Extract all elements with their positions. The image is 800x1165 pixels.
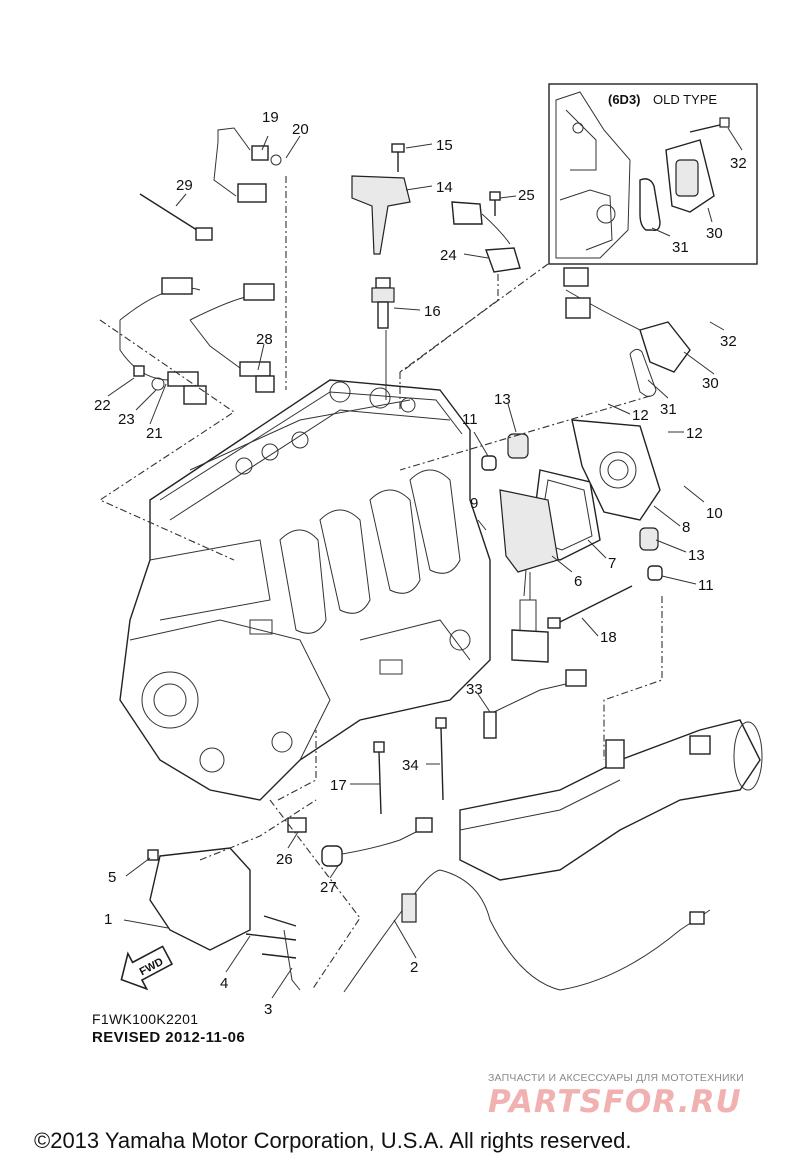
inset-label: OLD TYPE xyxy=(653,92,717,107)
callout-17: 17 xyxy=(330,777,347,794)
reference-lines xyxy=(98,176,663,991)
callout-32: 32 xyxy=(720,333,737,350)
callout-20: 20 xyxy=(292,121,309,138)
inset-old-type: (6D3) OLD TYPE 32 30 31 xyxy=(548,83,758,265)
callout-18: 18 xyxy=(600,629,617,646)
callout-11-bottom: 11 xyxy=(698,577,714,594)
callout-1: 1 xyxy=(104,911,112,928)
callout-19: 19 xyxy=(262,109,279,126)
fwd-arrow: FWD xyxy=(120,945,174,991)
callout-12-b: 12 xyxy=(686,425,703,442)
callout-9: 9 xyxy=(470,495,478,512)
callout-2: 2 xyxy=(410,959,418,976)
callout-28: 28 xyxy=(256,331,273,348)
callout-6: 6 xyxy=(574,573,582,590)
small-parts-drawing xyxy=(119,127,711,993)
inset-code: (6D3) xyxy=(608,92,641,107)
callouts-group: 1 2 3 4 5 6 7 8 9 10 11 11 12 12 13 13 1… xyxy=(94,109,737,1018)
watermark-subtitle: ЗАПЧАСТИ И АКСЕССУАРЫ ДЛЯ МОТОТЕХНИКИ xyxy=(488,1072,744,1084)
callout-5: 5 xyxy=(108,869,116,886)
intake-assembly-drawing xyxy=(459,267,763,881)
inset-callout-32: 32 xyxy=(730,155,747,172)
inset-callout-31: 31 xyxy=(672,239,689,256)
callout-13-bottom: 13 xyxy=(688,547,705,564)
callout-27: 27 xyxy=(320,879,337,896)
callout-8: 8 xyxy=(682,519,690,536)
callout-3: 3 xyxy=(264,1001,272,1018)
revision-date: REVISED 2012-11-06 xyxy=(92,1029,246,1046)
callout-22: 22 xyxy=(94,397,111,414)
callout-31: 31 xyxy=(660,401,677,418)
callout-13-top: 13 xyxy=(494,391,511,408)
callout-30: 30 xyxy=(702,375,719,392)
copyright-notice: ©2013 Yamaha Motor Corporation, U.S.A. A… xyxy=(34,1128,632,1153)
callout-16: 16 xyxy=(424,303,441,320)
callout-15: 15 xyxy=(436,137,453,154)
callout-11-top: 11 xyxy=(462,411,478,428)
callout-26: 26 xyxy=(276,851,293,868)
callout-29: 29 xyxy=(176,177,193,194)
inset-callout-30: 30 xyxy=(706,225,723,242)
callout-7: 7 xyxy=(608,555,616,572)
watermark-logo: PARTSFOR.RU xyxy=(488,1084,742,1120)
callout-23: 23 xyxy=(118,411,135,428)
callout-21: 21 xyxy=(146,425,163,442)
callout-24: 24 xyxy=(440,247,457,264)
callout-33: 33 xyxy=(466,681,483,698)
callout-14: 14 xyxy=(436,179,453,196)
callout-34: 34 xyxy=(402,757,419,774)
diagram-code: F1WK100K2201 xyxy=(92,1011,199,1027)
callout-10: 10 xyxy=(706,505,723,522)
callout-12-a: 12 xyxy=(632,407,649,424)
callout-25: 25 xyxy=(518,187,535,204)
callout-4: 4 xyxy=(220,975,228,992)
engine-block-drawing xyxy=(119,379,491,801)
